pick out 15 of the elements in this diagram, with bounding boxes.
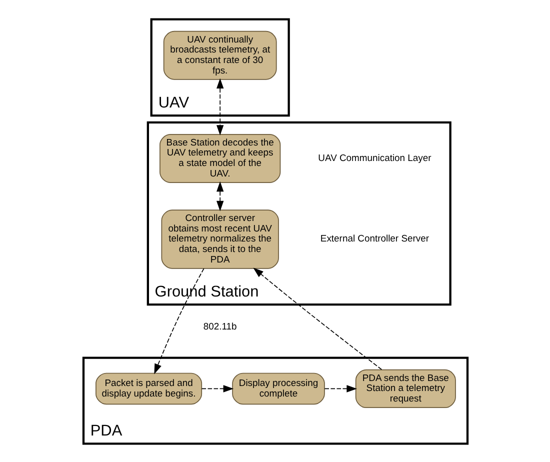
arrow <box>324 384 356 392</box>
node-box: Display processing complete <box>232 372 324 404</box>
node-box: Packet is parsed and display update begins. <box>95 372 202 404</box>
arrow <box>200 384 234 392</box>
label: External Controller Server <box>320 233 429 244</box>
node-box: Controller server obtains most recent UAV telemetry normalizes the data, sends it to the PDA <box>160 209 278 268</box>
node-box: Base Station decodes the UAV telemetry and keeps a state model of the UAV. <box>159 134 280 182</box>
arrow <box>216 78 224 135</box>
arrow <box>154 268 204 374</box>
label: 802.11b <box>202 320 236 332</box>
label: UAV Communication Layer <box>318 152 431 164</box>
arrow <box>216 180 224 211</box>
node-box: PDA sends the Base Station a telemetry request <box>354 368 456 408</box>
node-box: UAV continually broadcasts telemetry, at a constant rate of 30 fps. <box>162 30 276 80</box>
arrow <box>252 267 382 370</box>
